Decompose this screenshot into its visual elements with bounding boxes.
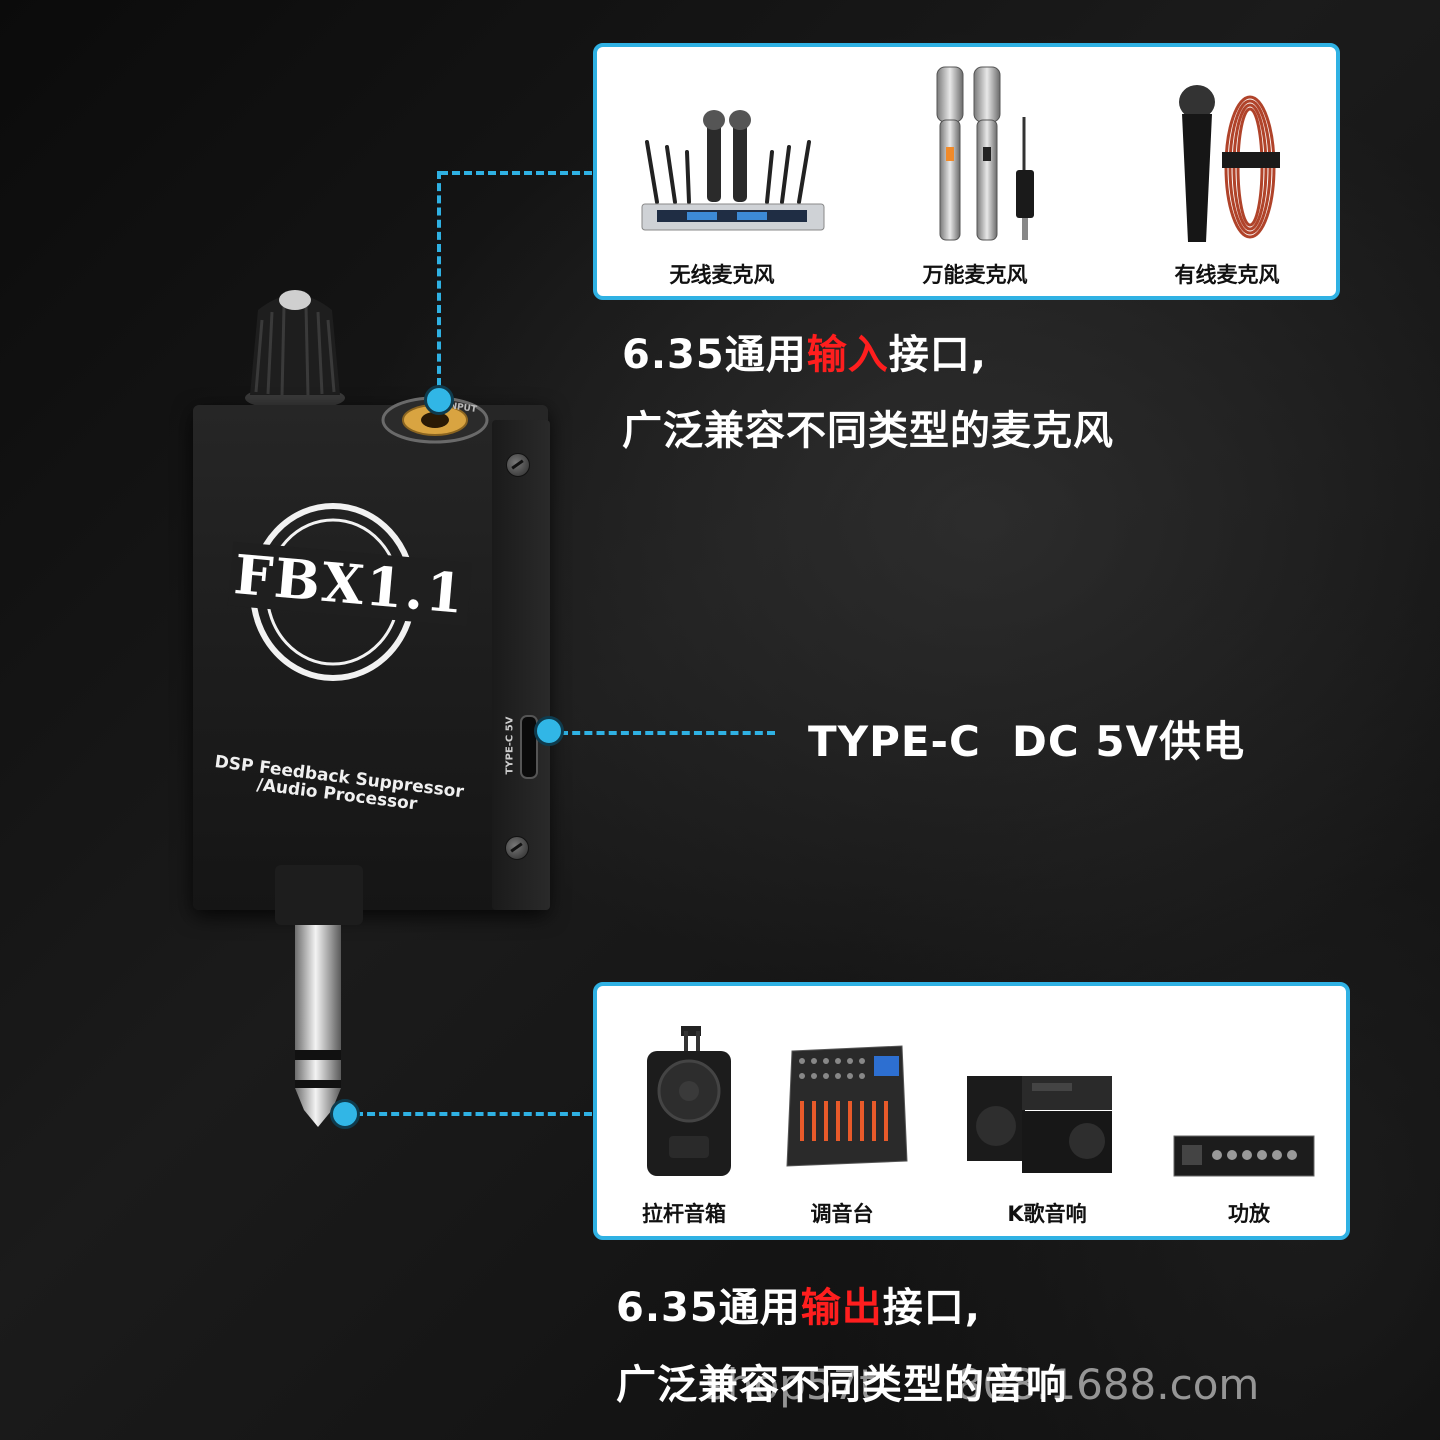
- input-item-label-wireless: 无线麦克风: [669, 263, 775, 287]
- input-title-highlight: 输入: [806, 332, 889, 378]
- input-connector-dot: [424, 385, 454, 415]
- output-compat-text: 广泛兼容不同类型的音响: [616, 1362, 1067, 1408]
- output-interface-title: 6.35通用输出接口,: [616, 1275, 981, 1333]
- output-item-label-karaoke: K歌音响: [1007, 1202, 1087, 1226]
- output-plug-icon: [275, 865, 363, 1127]
- device-side: [492, 420, 550, 910]
- screw-top: [506, 453, 530, 477]
- input-title-pre: 6.35通用: [622, 332, 807, 378]
- amplifier-icon: [1173, 1135, 1315, 1177]
- input-connector-line-v: [437, 171, 441, 386]
- wired-mic-icon: [1179, 85, 1280, 242]
- input-devices-panel: 无线麦克风 万能麦克风 有线麦克风: [593, 43, 1340, 300]
- universal-mic-icon: [936, 66, 1034, 241]
- power-connector-dot: [534, 716, 564, 746]
- karaoke-speaker-icon: [967, 1076, 1112, 1173]
- power-supply-text: TYPE-C DC 5V供电: [808, 717, 1246, 766]
- input-title-post: 接口,: [888, 332, 987, 378]
- trolley-speaker-icon: [647, 1026, 731, 1176]
- watermark-text: shop57t 808.1688.com: [705, 1360, 1260, 1409]
- type-c-port-label: TYPE-C 5V: [504, 716, 516, 775]
- output-title-post: 接口,: [882, 1285, 981, 1331]
- wireless-mic-receiver-icon: [641, 110, 825, 231]
- output-devices-panel: 拉杆音箱 调音台 K歌音响: [593, 982, 1350, 1240]
- input-connector-line-h: [440, 171, 592, 175]
- gain-knob-icon[interactable]: [240, 280, 350, 415]
- input-interface-title: 6.35通用输入接口,: [622, 322, 987, 380]
- input-item-label-wired: 有线麦克风: [1174, 263, 1280, 287]
- output-item-label-mixer: 调音台: [810, 1202, 874, 1226]
- output-title-highlight: 输出: [800, 1285, 883, 1331]
- output-item-label-amplifier: 功放: [1228, 1202, 1270, 1226]
- power-connector-line: [560, 731, 775, 735]
- type-c-port[interactable]: [520, 715, 538, 779]
- screw-bottom: [505, 836, 529, 860]
- mixer-console-icon: [786, 1045, 908, 1167]
- output-item-label-trolley: 拉杆音箱: [642, 1202, 726, 1226]
- input-item-label-universal: 万能麦克风: [922, 263, 1028, 287]
- input-compat-text: 广泛兼容不同类型的麦克风: [622, 408, 1114, 454]
- input-jack-icon: [381, 396, 489, 444]
- output-connector-dot: [330, 1099, 360, 1129]
- output-connector-line: [355, 1112, 592, 1116]
- device-body: [193, 405, 548, 910]
- output-title-pre: 6.35通用: [616, 1285, 801, 1331]
